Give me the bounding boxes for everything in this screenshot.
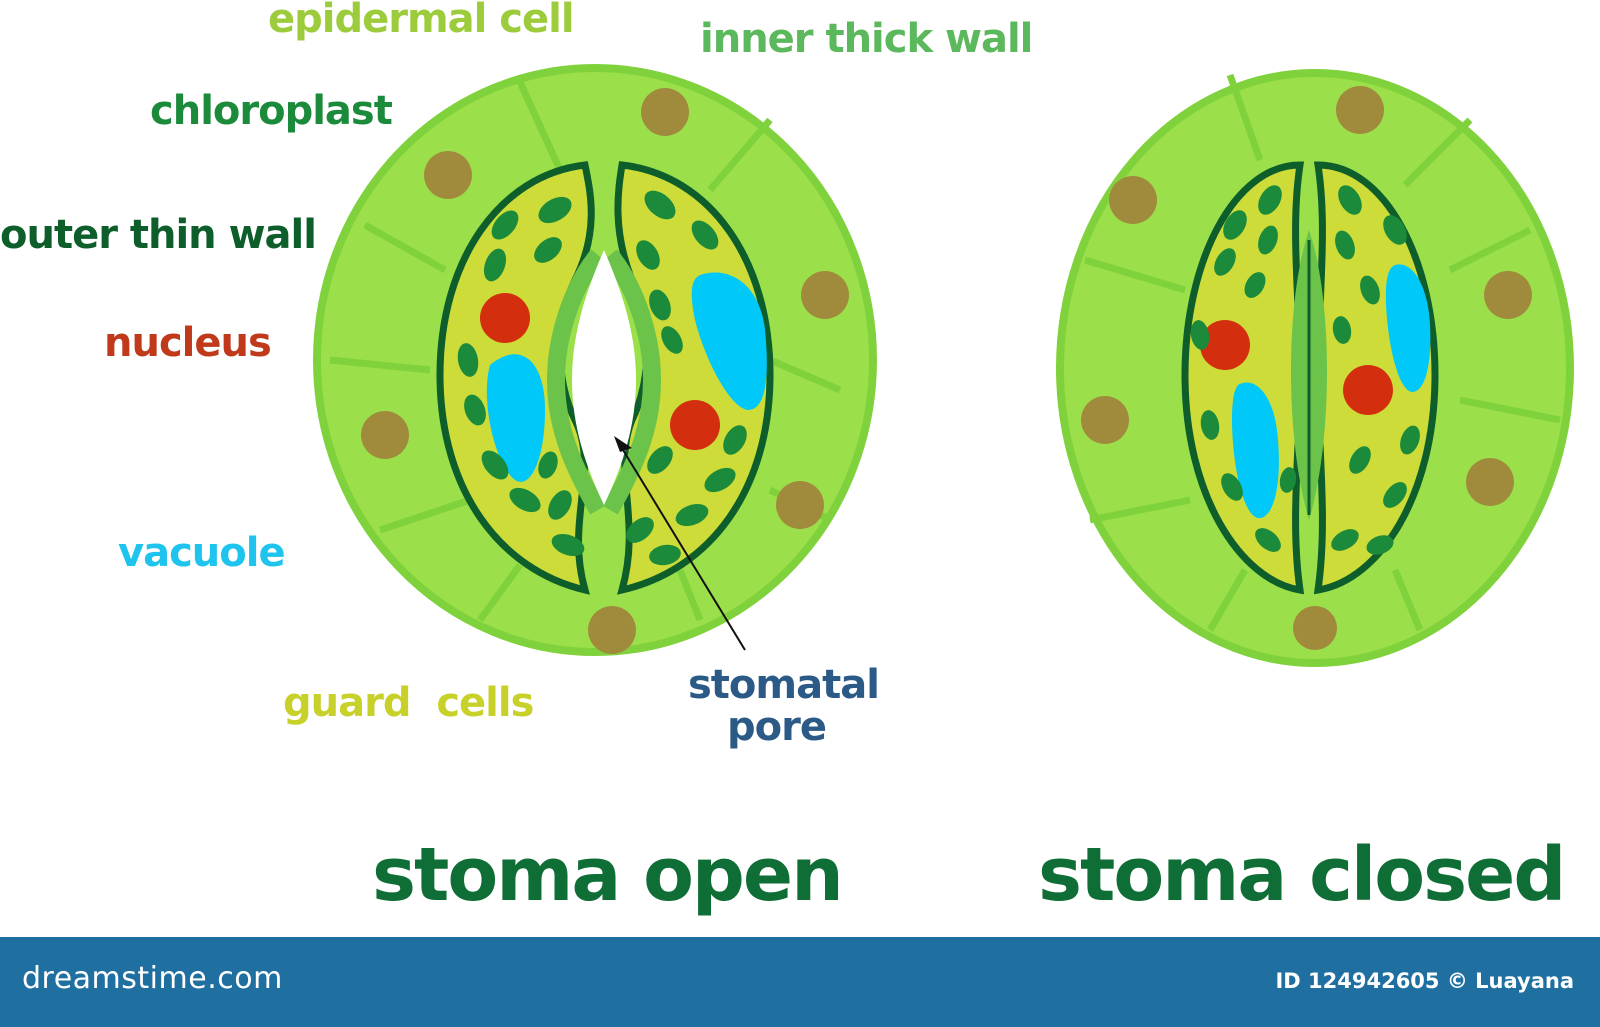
closed-vacuole-right xyxy=(1385,264,1431,392)
footer-bar: dreamstime.com ID 124942605 © Luayana xyxy=(0,937,1600,1027)
open-epidermal-nucleus xyxy=(776,481,824,529)
open-vacuole-left xyxy=(486,354,545,482)
label-stomatal-pore-line1: stomatal xyxy=(688,662,880,708)
closed-epidermal-cell-walls xyxy=(1083,73,1561,632)
open-inner-thick-wall-left xyxy=(546,249,606,515)
closed-epidermal-nucleus xyxy=(1293,606,1337,650)
closed-vacuole-left xyxy=(1232,382,1279,519)
closed-guard-nucleus-right xyxy=(1343,365,1393,415)
open-chloroplasts-right xyxy=(626,190,747,566)
open-vacuole-right xyxy=(691,272,767,410)
stomata-diagram xyxy=(313,64,1574,667)
open-epidermal-nucleus xyxy=(588,606,636,654)
title-stoma-open: stoma open xyxy=(372,832,844,918)
label-chloroplast: chloroplast xyxy=(150,88,393,134)
label-epidermal-cell: epidermal cell xyxy=(268,0,575,42)
open-epidermal-nucleus xyxy=(641,88,689,136)
label-outer-thin-wall: outer thin wall xyxy=(0,212,317,258)
closed-chloroplasts-right xyxy=(1331,185,1420,555)
closed-guard-nucleus-left xyxy=(1200,320,1250,370)
closed-epidermal-nucleus xyxy=(1484,271,1532,319)
open-guard-nucleus-left xyxy=(480,293,530,343)
open-chloroplasts-left xyxy=(457,196,585,557)
closed-epidermal-nucleus xyxy=(1466,458,1514,506)
open-epidermal-nucleus xyxy=(361,411,409,459)
open-epidermal-nucleus xyxy=(801,271,849,319)
closed-epidermal-nucleus xyxy=(1081,396,1129,444)
closed-epidermal-nucleus xyxy=(1109,176,1157,224)
footer-brand[interactable]: dreamstime.com xyxy=(22,961,283,996)
label-nucleus: nucleus xyxy=(104,320,272,366)
label-vacuole: vacuole xyxy=(118,530,286,576)
stomatal-pore-arrowhead xyxy=(614,436,632,452)
label-guard-cells: guard cells xyxy=(283,680,534,726)
open-inner-thick-wall-right xyxy=(602,249,662,515)
closed-chloroplasts-left xyxy=(1190,185,1297,552)
stomatal-pore-pointer xyxy=(619,444,746,651)
label-stomatal-pore-line2: pore xyxy=(727,704,827,750)
open-stoma xyxy=(313,64,877,656)
closed-epidermal-nucleus xyxy=(1336,86,1384,134)
open-epidermal-nucleus xyxy=(424,151,472,199)
closed-stoma xyxy=(1056,69,1574,667)
footer-image-id: ID 124942605 © Luayana xyxy=(1275,969,1574,993)
title-stoma-closed: stoma closed xyxy=(1038,832,1566,918)
label-inner-thick-wall: inner thick wall xyxy=(700,16,1033,62)
open-guard-nucleus-right xyxy=(670,400,720,450)
